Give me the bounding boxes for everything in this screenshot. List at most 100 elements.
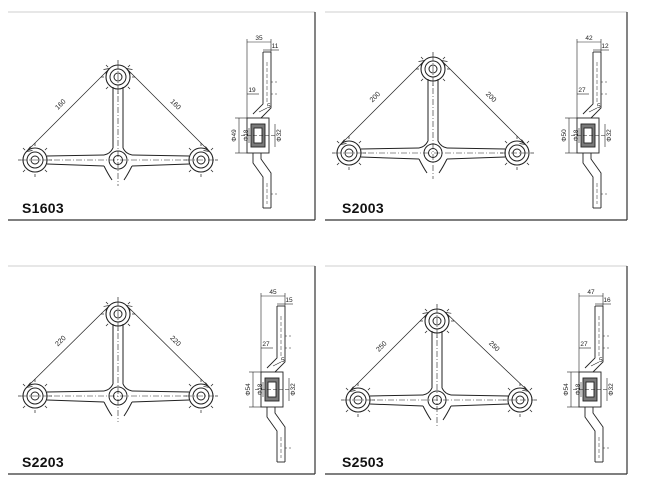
- hub-inner: [432, 395, 442, 405]
- dim-hub-dia-text: Φ32: [290, 383, 297, 396]
- ring-tick: [188, 147, 192, 151]
- dim-arrows-right: [126, 68, 210, 152]
- model-label: S2203: [22, 454, 64, 470]
- centre-lines: [21, 300, 215, 422]
- dim-arrows-left: [349, 312, 429, 392]
- ring-tick: [345, 409, 349, 413]
- ring-tick: [420, 78, 424, 82]
- dim-arrows-left: [340, 60, 425, 145]
- profile-centre-lines: [255, 316, 289, 458]
- dim-line-right: [445, 312, 529, 392]
- profile-dimensions: [565, 39, 609, 154]
- hub-inner: [428, 148, 438, 158]
- profile-upper-arm: [266, 306, 286, 373]
- ring-left: [18, 143, 52, 177]
- ring-tick: [127, 86, 131, 90]
- ring-tick: [529, 387, 533, 391]
- dim-outer-dia-text: Φ54: [245, 383, 252, 396]
- hub-outer: [108, 386, 128, 406]
- ring-left: [341, 383, 375, 417]
- dim-chamfer-text: 5: [599, 357, 603, 364]
- profile-ticks: [285, 335, 293, 449]
- side-profile: [573, 305, 611, 463]
- hub-fillet: [103, 383, 133, 392]
- ring-tick: [210, 147, 214, 151]
- profile-ticks: [271, 81, 279, 195]
- ring-tick: [127, 323, 131, 327]
- ring-mid: [508, 144, 526, 162]
- side-profile: [255, 305, 293, 463]
- profile-lower-arm: [584, 407, 604, 462]
- right-arm: [450, 394, 509, 407]
- dim-chamfer-text: 5: [281, 357, 285, 364]
- spider-fitting: [18, 297, 218, 422]
- ring-tick: [105, 64, 109, 68]
- right-arm: [446, 147, 506, 160]
- ring-inner: [196, 391, 206, 401]
- model-label: S1603: [22, 200, 64, 216]
- dim-top-inner-text: 15: [285, 297, 293, 304]
- vertical-arm: [427, 79, 439, 141]
- dim-step-text: 19: [248, 87, 256, 94]
- profile-ticks: [601, 81, 609, 195]
- ring-mid: [192, 151, 210, 169]
- ring-tick: [529, 409, 533, 413]
- dim-chamfer: [258, 107, 268, 113]
- dim-top-width-text: 42: [585, 35, 593, 42]
- dim-bore-dia-text: Φ18: [244, 129, 250, 141]
- arm-dim-right: 220: [168, 335, 181, 348]
- arm-dimensions: [349, 311, 529, 392]
- ring-tick: [442, 56, 446, 60]
- profile-centre-lines: [573, 316, 607, 458]
- ring-top: [420, 304, 454, 338]
- ring-inner: [428, 64, 438, 74]
- arm-dimensions: [26, 305, 210, 388]
- ring-outer: [105, 301, 131, 327]
- ring-tick: [44, 383, 48, 387]
- dim-arrows-left: [26, 305, 110, 388]
- ring-tick: [22, 169, 26, 173]
- ring-tick: [507, 409, 511, 413]
- ring-inner: [344, 148, 354, 158]
- ring-top: [101, 297, 135, 331]
- ring-mid: [428, 312, 446, 330]
- ring-outer: [22, 383, 48, 409]
- hub-outer: [108, 150, 128, 170]
- arm-dimensions: [340, 60, 526, 145]
- ring-tick: [446, 308, 450, 312]
- ring-outer: [507, 387, 533, 413]
- model-label: S2503: [342, 454, 384, 470]
- profile-centre-lines: [241, 62, 275, 204]
- ring-left: [18, 379, 52, 413]
- dim-chamfer: [272, 361, 282, 367]
- dim-line-right: [126, 68, 210, 152]
- dim-hub-dia-text: Φ32: [606, 129, 613, 142]
- centre-lines: [344, 307, 534, 426]
- dim-chamfer-text: 5: [267, 103, 271, 110]
- spider-fitting: [332, 52, 534, 179]
- dim-step-text: 27: [580, 341, 588, 348]
- ring-tick: [188, 405, 192, 409]
- vertical-arm: [112, 87, 124, 148]
- ring-centre: [108, 386, 128, 406]
- hub-bottom: [418, 158, 448, 174]
- ring-tick: [424, 308, 428, 312]
- dim-top-inner-text: 12: [601, 43, 609, 50]
- hub-bottom: [103, 165, 133, 181]
- arm-dim-left: 160: [54, 98, 67, 111]
- right-arm: [131, 390, 190, 403]
- spider-fitting: [18, 60, 218, 186]
- dim-top-inner-text: 11: [272, 43, 279, 50]
- hub-inner: [113, 391, 123, 401]
- ring-tick: [526, 140, 530, 144]
- dim-top-inner-text: 16: [603, 297, 611, 304]
- dim-hub-dia-text: Φ32: [608, 383, 615, 396]
- hub-fillet: [422, 387, 452, 396]
- ring-tick: [504, 162, 508, 166]
- ring-tick: [188, 169, 192, 173]
- arm-dim-left: 250: [375, 340, 388, 353]
- dim-outer-dia-text: Φ50: [561, 129, 568, 142]
- ring-tick: [358, 162, 362, 166]
- vertical-arm: [431, 331, 443, 388]
